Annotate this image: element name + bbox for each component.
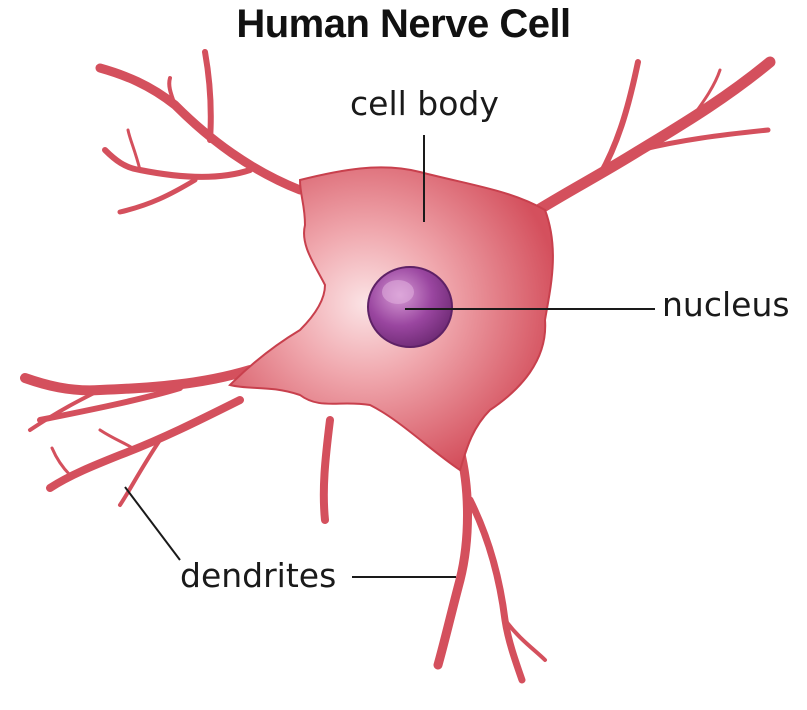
dendrite-branches <box>20 49 776 684</box>
label-nucleus: nucleus <box>662 285 790 324</box>
leader-lines <box>124 135 655 578</box>
diagram-title: Human Nerve Cell <box>236 2 571 46</box>
label-cell-body: cell body <box>350 84 499 123</box>
label-dendrites: dendrites <box>180 556 337 595</box>
nucleus-highlight <box>382 280 414 304</box>
nucleus-shape <box>367 266 453 348</box>
leader-line-dendrites <box>124 486 181 561</box>
